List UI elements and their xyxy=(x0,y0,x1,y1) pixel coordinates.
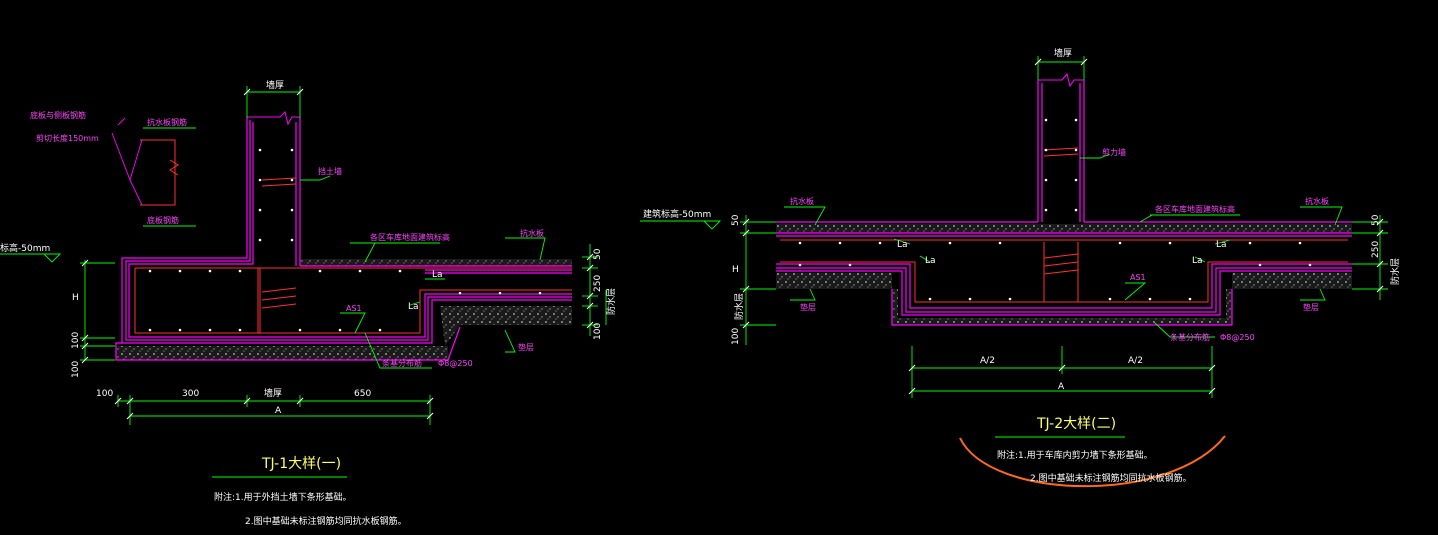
finish-floor2-label: 各区车库地面建筑标高 xyxy=(1155,204,1235,214)
right-slab-band xyxy=(1232,273,1352,289)
retaining-wall-label: 挡土墙 xyxy=(318,166,342,176)
dim-250: 250 xyxy=(593,275,603,292)
rebar-lines xyxy=(134,177,572,334)
waterproof-right-label: 抗水板 xyxy=(1305,196,1329,206)
detail2-drawing: 墙厚 剪力墙 建筑标高-50mm 抗水板 抗水板 各区车库地面建筑标高 La L… xyxy=(640,47,1401,488)
detail1-title: TJ-1大样(一) xyxy=(261,456,341,472)
la-label-2: La xyxy=(408,302,419,312)
shear-wall-label: 剪力墙 xyxy=(1102,147,1126,157)
dim2-50-left: 50 xyxy=(731,214,741,226)
la2-label-3: La xyxy=(1192,256,1203,266)
waterproof-thickness-right: 防水层 xyxy=(1389,258,1401,285)
waterproof-board-label: 抗水板 xyxy=(520,228,544,238)
topping-slab xyxy=(776,224,1352,233)
distribution-bar2-label: 条基分布筋 xyxy=(1170,332,1210,342)
bar-spec2-label: Φ8@250 xyxy=(1220,333,1255,342)
inset-sketch xyxy=(140,139,179,206)
dim-100-right: 100 xyxy=(593,323,603,340)
rebar-dots xyxy=(148,148,542,332)
detail2-note-1: 附注:1.用于车库内剪力墙下条形基础。 xyxy=(997,449,1153,461)
as1-label: AS1 xyxy=(346,304,362,313)
wall2-outline xyxy=(776,80,1352,326)
dim2-250-right: 250 xyxy=(1371,241,1381,258)
break-line xyxy=(247,111,300,126)
dimension-lines xyxy=(0,86,607,425)
dim2-h: H xyxy=(732,265,739,275)
dim-100-bottom: 100 xyxy=(71,361,81,378)
rebar2-dots xyxy=(798,118,1312,301)
la2-label-4: La xyxy=(1216,240,1227,250)
bottom-rebar-label: 底板钢筋 xyxy=(147,215,179,225)
dim2-half-right: A/2 xyxy=(1128,356,1143,366)
elevation-label: 标高-50mm xyxy=(0,242,50,254)
as1-2-label: AS1 xyxy=(1130,273,1146,282)
elevation2-label: 建筑标高-50mm xyxy=(643,208,711,220)
wall-outline xyxy=(115,117,572,361)
waterproof-thickness-left: 防水层 xyxy=(733,293,745,320)
dimension-ticks xyxy=(81,88,594,420)
dim2-100-left: 100 xyxy=(731,328,741,345)
dim-h: H xyxy=(72,293,79,303)
detail1-note-1: 附注:1.用于外挡土墙下条形基础。 xyxy=(214,491,352,503)
inset-leaders xyxy=(111,117,143,206)
markup-curve xyxy=(959,435,1226,488)
detail2-title: TJ-2大样(二) xyxy=(1036,416,1116,432)
cushion-right-label: 垫层 xyxy=(1303,302,1319,312)
bottom-rebar-note: 底板与侧板钢筋 xyxy=(30,110,86,120)
rebar2-lines xyxy=(780,147,1348,303)
waterproof-left-label: 抗水板 xyxy=(790,196,814,206)
bar-spec-label: Φ8@250 xyxy=(438,359,473,368)
dim-50: 50 xyxy=(593,248,603,260)
detail1-drawing: 墙厚 底板与侧板钢筋 剪切长度150mm 抗水板钢筋 底板钢筋 挡土墙 各区车库… xyxy=(0,79,617,527)
dimension2-ticks xyxy=(742,58,1384,395)
la2-label-2: La xyxy=(925,256,936,266)
wall2-thickness-label: 墙厚 xyxy=(1054,47,1072,59)
dim-100-left: 100 xyxy=(71,332,81,349)
cushion-layer xyxy=(116,346,448,360)
cushion-left-label: 垫层 xyxy=(800,302,816,312)
break-line-2 xyxy=(1038,72,1084,88)
detail2-note-2: 2.图中基础未标注钢筋均同抗水板钢筋。 xyxy=(1030,472,1192,484)
cushion-layer-step xyxy=(440,306,572,346)
lap-length-note: 剪切长度150mm xyxy=(36,133,99,143)
detail1-note-2: 2.图中基础未标注钢筋均同抗水板钢筋。 xyxy=(245,515,407,527)
finish-floor-label: 各区车库地面建筑标高 xyxy=(370,232,450,242)
dim2-total-a: A xyxy=(1058,382,1065,392)
waterproof-thickness-label: 防水层 xyxy=(605,288,617,315)
la-label-1: La xyxy=(432,270,443,280)
dim-total-a: A xyxy=(275,406,282,416)
la2-label-1: La xyxy=(897,240,908,250)
dim2-50-right: 50 xyxy=(1371,214,1381,226)
foundation-cushion xyxy=(892,289,1232,325)
distribution-bar-label: 条基分布筋 xyxy=(382,358,422,368)
waterproof-rebar-label: 抗水板钢筋 xyxy=(147,117,187,127)
dim2-half-left: A/2 xyxy=(980,356,995,366)
dim-seg-300: 300 xyxy=(182,389,199,399)
dim-seg-wall: 墙厚 xyxy=(264,387,282,399)
cushion-label: 垫层 xyxy=(518,342,534,352)
left-slab-band xyxy=(776,273,892,289)
floor-slab-topping xyxy=(300,259,572,266)
wall-thickness-label: 墙厚 xyxy=(266,79,284,91)
dim-seg-100: 100 xyxy=(96,389,113,399)
dim-seg-650: 650 xyxy=(354,389,371,399)
